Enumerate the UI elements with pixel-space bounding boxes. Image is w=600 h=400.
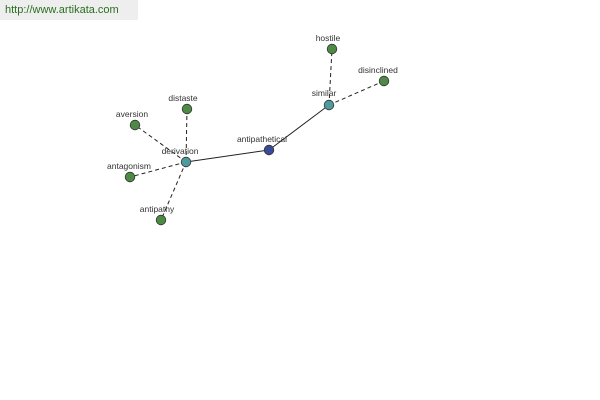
node-antagonism[interactable]: [124, 171, 136, 183]
source-bar: http://www.artikata.com: [0, 0, 138, 20]
edge-similar-hostile: [328, 48, 333, 106]
labels-layer: antipathetical similar hostile disinclined d…: [107, 33, 398, 214]
node-label-antipathetical: antipathetical: [237, 134, 287, 144]
node-antipathetical[interactable]: [263, 144, 275, 156]
edge-derivation-antagonism: [129, 161, 187, 178]
node-label-distaste: distaste: [168, 93, 198, 103]
node-label-hostile: hostile: [316, 33, 341, 43]
node-hostile[interactable]: [326, 43, 338, 55]
node-label-disinclined: disinclined: [358, 65, 398, 75]
nodes-layer: [124, 43, 390, 226]
node-label-antagonism: antagonism: [107, 161, 151, 171]
node-antipathy[interactable]: [155, 214, 167, 226]
edge-derivation-distaste: [185, 108, 188, 163]
edge-similar-disinclined: [328, 80, 385, 106]
node-label-derivation: derivation: [162, 146, 199, 156]
node-label-similar: similar: [312, 88, 337, 98]
node-distaste[interactable]: [181, 103, 193, 115]
node-derivation[interactable]: [180, 156, 192, 168]
edge-antipathetical-similar: [268, 104, 330, 151]
edge-derivation-antipathy: [160, 161, 187, 221]
node-aversion[interactable]: [129, 119, 141, 131]
edges-layer: [129, 48, 385, 221]
node-disinclined[interactable]: [378, 75, 390, 87]
source-link[interactable]: http://www.artikata.com: [5, 4, 119, 16]
node-similar[interactable]: [323, 99, 335, 111]
node-label-antipathy: antipathy: [140, 204, 175, 214]
node-label-aversion: aversion: [116, 109, 148, 119]
edge-antipathetical-derivation: [185, 149, 270, 163]
edge-derivation-aversion: [134, 124, 187, 163]
